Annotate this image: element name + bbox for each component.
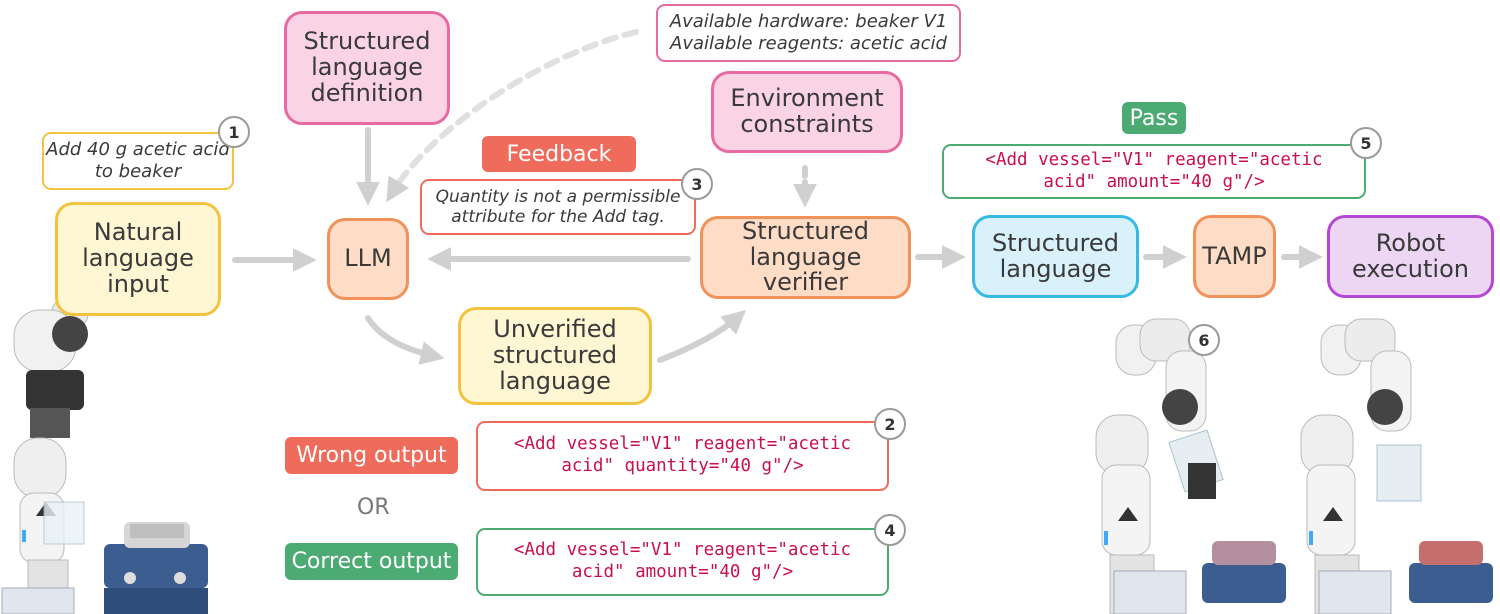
environment-reagents-text: Available reagents: acetic acid bbox=[670, 33, 947, 54]
instruction-note: Add 40 g acetic acid to beaker bbox=[42, 132, 234, 190]
natural-language-input-node: Natural language input bbox=[55, 202, 221, 316]
structured-language-node: Structured language bbox=[972, 215, 1139, 298]
step-number-6: 6 bbox=[1188, 324, 1220, 356]
environment-constraints-node: Environment constraints bbox=[711, 71, 903, 153]
arrow-env-to-llm bbox=[386, 29, 639, 203]
structured-language-definition-node: Structured language definition bbox=[284, 11, 450, 125]
environment-hardware-text: Available hardware: beaker V1 bbox=[669, 11, 948, 33]
pass-tag: Pass bbox=[1122, 102, 1186, 134]
feedback-message-note: Quantity is not a permissible attribute … bbox=[420, 179, 696, 235]
structured-language-verifier-node: Structured language verifier bbox=[700, 216, 911, 299]
wrong-output-code-box: <Add vessel="V1" reagent="acetic acid" q… bbox=[476, 421, 889, 491]
arrow-unverified-to-verifier bbox=[657, 309, 747, 363]
passed-code-box: <Add vessel="V1" reagent="acetic acid" a… bbox=[942, 144, 1366, 199]
robot-execution-node: Robot execution bbox=[1327, 215, 1494, 298]
unverified-structured-language-node: Unverified structured language bbox=[458, 307, 652, 405]
step-number-4: 4 bbox=[874, 514, 906, 546]
wrong-output-tag: Wrong output bbox=[285, 437, 458, 474]
correct-output-code-box: <Add vessel="V1" reagent="acetic acid" a… bbox=[476, 528, 889, 596]
robot-arm-image-left bbox=[1, 297, 208, 614]
robot-arm-image-right bbox=[1300, 318, 1493, 614]
environment-note: Available hardware: beaker V1 Available … bbox=[656, 4, 961, 62]
step-number-2: 2 bbox=[874, 408, 906, 440]
step-number-3: 3 bbox=[681, 168, 713, 200]
llm-node: LLM bbox=[327, 218, 409, 300]
correct-output-tag: Correct output bbox=[285, 543, 458, 580]
tamp-node: TAMP bbox=[1193, 215, 1276, 298]
feedback-tag: Feedback bbox=[482, 136, 636, 172]
step-number-1: 1 bbox=[218, 116, 250, 148]
or-label: OR bbox=[357, 495, 390, 520]
step-number-5: 5 bbox=[1350, 127, 1382, 159]
arrow-llm-to-unverified bbox=[365, 315, 445, 365]
robot-arm-image-middle bbox=[1095, 318, 1286, 614]
